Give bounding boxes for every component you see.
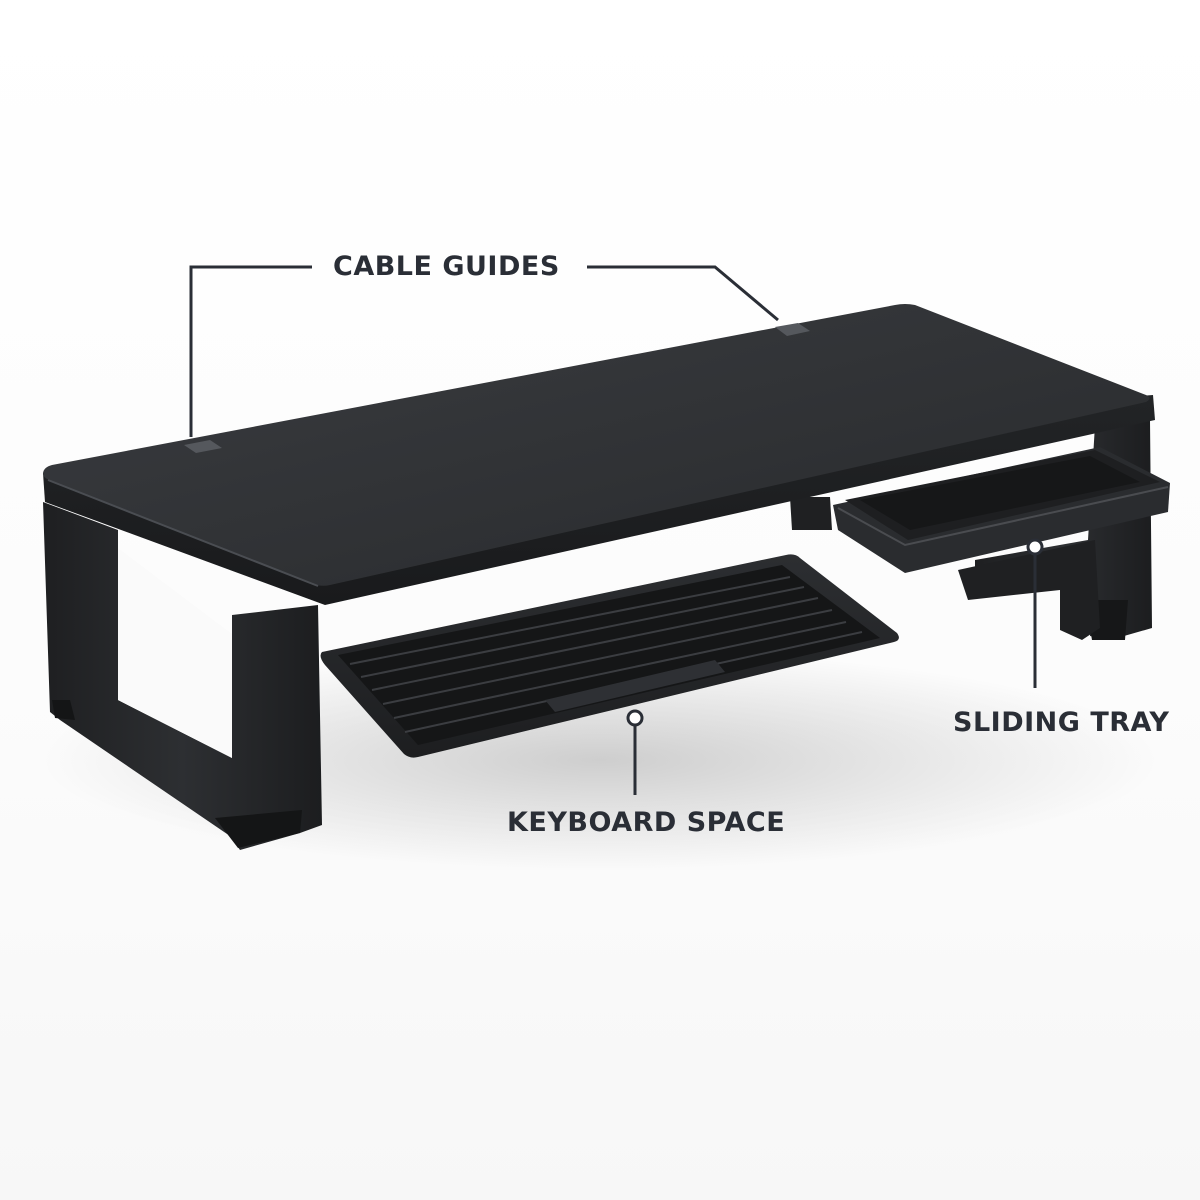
tray-felt-liner	[860, 456, 1140, 530]
front-right-leg	[958, 540, 1100, 640]
cable-guide-leader-left	[189, 265, 312, 437]
tray-dot	[1026, 538, 1044, 556]
cable-guide-right	[775, 323, 810, 336]
cable-guides-label: CABLE GUIDES	[333, 251, 560, 282]
cable-guide-leader-right	[587, 265, 779, 322]
cable-guide-notches	[184, 323, 810, 453]
keyboard-key-grid	[349, 576, 863, 733]
leader-lines	[189, 265, 1037, 795]
riser-top-highlight	[47, 479, 319, 587]
keyboard-dot	[626, 709, 644, 727]
sliding-tray-label: SLIDING TRAY	[953, 707, 1170, 738]
keyboard-spacebar	[545, 660, 725, 712]
riser-top-surface	[43, 304, 1150, 586]
leader-dots	[626, 538, 1044, 727]
keyboard-keys	[338, 565, 880, 745]
back-left-leg	[790, 497, 832, 530]
cable-guide-left	[184, 440, 222, 453]
front-left-leg	[43, 502, 322, 850]
keyboard-space-label: KEYBOARD SPACE	[507, 807, 786, 838]
sliding-tray	[833, 447, 1170, 573]
keyboard	[320, 554, 899, 758]
